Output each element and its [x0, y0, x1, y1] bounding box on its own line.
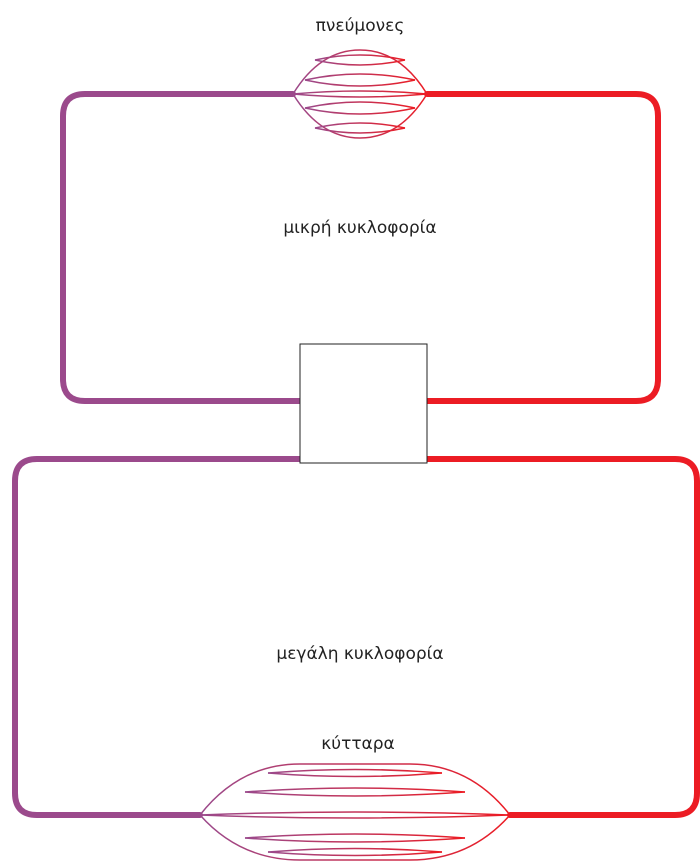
pulmonary-loop — [60, 91, 661, 404]
lung-capillaries — [292, 49, 428, 139]
tissue-capillaries — [199, 763, 511, 861]
pulmonary-circulation-label: μικρή κυκλοφορία — [283, 218, 436, 238]
cells-label: κύτταρα — [321, 734, 395, 754]
systemic-venous-vessel — [12, 456, 303, 818]
systemic-loop — [12, 456, 700, 818]
lungs-label: πνεύμονες — [316, 16, 405, 36]
pulmonary-arterial-vessel — [424, 91, 661, 404]
pulmonary-venous-vessel — [60, 91, 303, 404]
systemic-arterial-vessel — [424, 456, 700, 818]
heart-box — [299, 343, 428, 464]
systemic-circulation-label: μεγάλη κυκλοφορία — [276, 644, 443, 664]
